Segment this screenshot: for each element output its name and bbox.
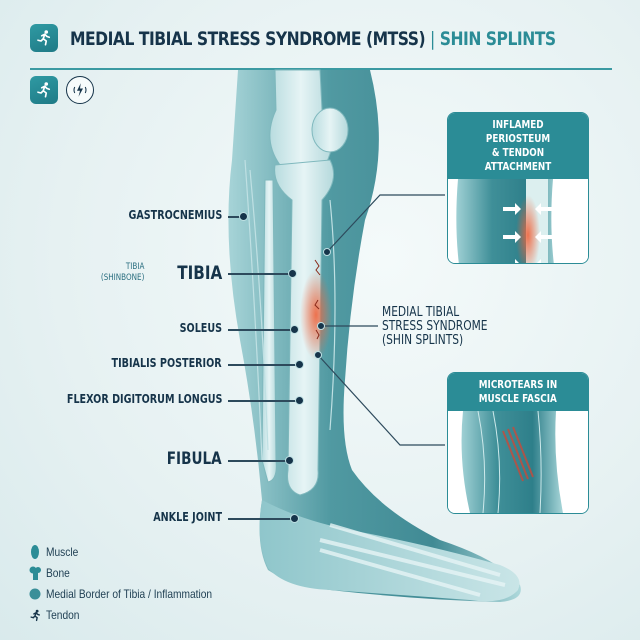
- header: MEDIAL TIBIAL STRESS SYNDROME (MTSS)|SHI…: [30, 22, 625, 72]
- inflamed-periosteum-illustration: [448, 179, 588, 263]
- legend: Muscle Bone Medial Border of Tibia / Inf…: [28, 545, 241, 629]
- leader-soleus: [228, 329, 292, 331]
- callout-title: MICROTEARS IN MUSCLE FASCIA: [448, 373, 588, 411]
- legend-item-tendon: Tendon: [28, 608, 241, 622]
- tibia-small-text: TIBIA: [125, 262, 144, 272]
- callout-title-line-2: MUSCLE FASCIA: [478, 392, 558, 405]
- page-title: MEDIAL TIBIAL STRESS SYNDROME (MTSS)|SHI…: [70, 28, 556, 50]
- label-gastrocnemius: GASTROCNEMIUS: [128, 208, 222, 222]
- label-tibia: TIBIA: [176, 262, 222, 284]
- lightning-vibration-icon: [66, 76, 94, 104]
- muscle-icon: [28, 545, 42, 559]
- title-subtitle: SHIN SPLINTS: [439, 28, 556, 50]
- leader-gastrocnemius: [228, 216, 242, 218]
- callout-title: INFLAMED PERIOSTEUM & TENDON ATTACHMENT: [448, 113, 588, 179]
- label-ankle-joint: ANKLE JOINT: [153, 510, 222, 524]
- mtss-line-3: (SHIN SPLINTS): [382, 333, 464, 348]
- callout-title-line-1: MICROTEARS IN: [478, 378, 558, 391]
- label-fibula: FIBULA: [167, 449, 222, 469]
- legend-label: Tendon: [46, 608, 80, 622]
- leader-ankle: [228, 518, 292, 520]
- marker-soleus: [290, 325, 299, 334]
- header-divider: [30, 68, 612, 70]
- marker-flexor: [295, 396, 304, 405]
- microtears-illustration: [448, 410, 588, 513]
- label-soleus: SOLEUS: [179, 321, 222, 335]
- dot-icon: [28, 588, 42, 600]
- leader-tibialis-posterior: [228, 364, 296, 366]
- label-flexor-digitorum-longus: FLEXOR DIGITORUM LONGUS: [66, 392, 222, 406]
- leader-flexor: [228, 400, 298, 402]
- running-person-icon: [30, 76, 58, 104]
- running-person-icon: [30, 24, 58, 52]
- legend-label: Bone: [46, 566, 70, 580]
- leader-tibia: [228, 273, 290, 275]
- callout-title-line-1: INFLAMED PERIOSTEUM: [485, 118, 551, 145]
- running-person-icon: [28, 609, 42, 622]
- legend-label: Muscle: [46, 545, 79, 559]
- icon-row: [30, 76, 94, 104]
- mtss-label: MEDIAL TIBIAL STRESS SYNDROME (SHIN SPLI…: [382, 306, 488, 348]
- callout-inflamed-periosteum: INFLAMED PERIOSTEUM & TENDON ATTACHMENT: [447, 112, 589, 264]
- arrow-icons: [503, 203, 553, 263]
- callout-title-line-2: & TENDON ATTACHMENT: [484, 146, 552, 173]
- legend-item-bone: Bone: [28, 566, 241, 580]
- marker-gastrocnemius: [239, 212, 248, 221]
- bone-icon: [28, 566, 42, 580]
- title-separator: |: [430, 28, 435, 50]
- mtss-line-1: MEDIAL TIBIAL: [382, 305, 460, 320]
- label-tibia-shinbone: TIBIA (SHINBONE): [100, 262, 144, 284]
- shinbone-text: (SHINBONE): [100, 273, 144, 283]
- title-main: MEDIAL TIBIAL STRESS SYNDROME (MTSS): [70, 28, 426, 50]
- marker-tibialis-posterior: [295, 360, 304, 369]
- label-tibialis-posterior: TIBIALIS POSTERIOR: [111, 356, 222, 370]
- legend-label: Medial Border of Tibia / Inflammation: [46, 587, 213, 601]
- legend-item-muscle: Muscle: [28, 545, 241, 559]
- marker-fibula: [285, 456, 294, 465]
- leader-fibula: [228, 460, 288, 462]
- marker-ankle: [290, 514, 299, 523]
- legend-item-inflammation: Medial Border of Tibia / Inflammation: [28, 587, 241, 601]
- mtss-line-2: STRESS SYNDROME: [382, 319, 488, 334]
- callout-microtears: MICROTEARS IN MUSCLE FASCIA: [447, 372, 589, 514]
- marker-tibia: [288, 269, 297, 278]
